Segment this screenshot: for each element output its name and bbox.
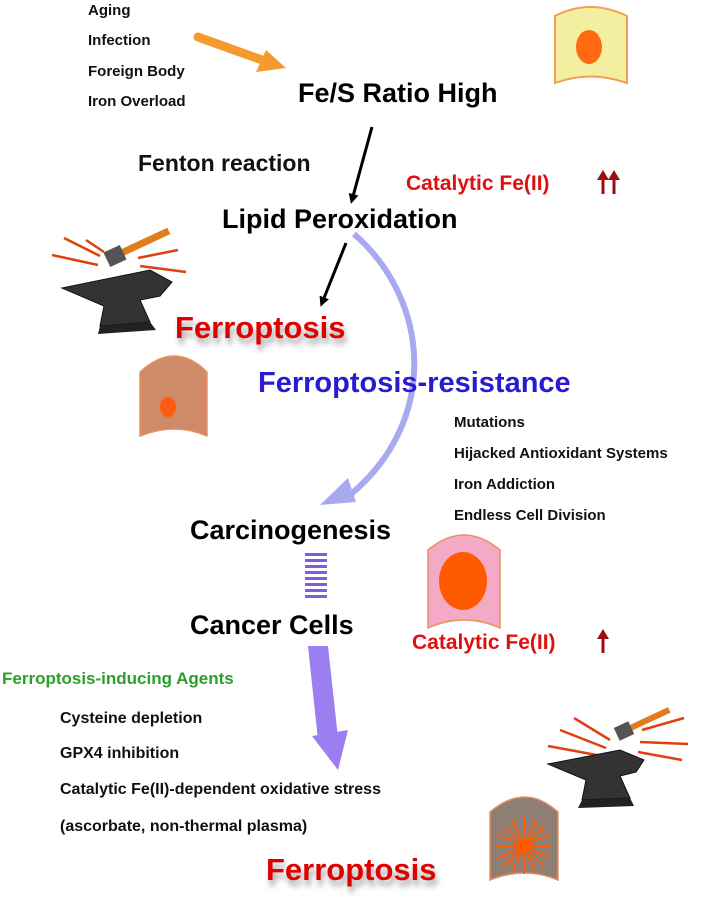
fe-s-ratio-label: Fe/S Ratio High — [298, 78, 498, 108]
ferroptosis-resistance-label: Ferroptosis-resistance — [258, 367, 571, 399]
cause-iron-overload: Iron Overload — [88, 93, 186, 110]
to-ferroptosis-arrow — [319, 242, 348, 307]
ferroptotic-cell-icon — [139, 355, 208, 438]
ferroptosis-inducing-agents-title: Ferroptosis-inducing Agents — [2, 669, 234, 688]
cause-foreign-body: Foreign Body — [88, 63, 185, 80]
cancer-cell-icon — [427, 534, 501, 630]
resistance-arrow — [320, 231, 418, 505]
cancer-cells-label: Cancer Cells — [190, 610, 354, 640]
resistance-factor-iron-addiction: Iron Addiction — [454, 476, 556, 493]
cause-aging: Aging — [88, 2, 131, 19]
cancer-to-ferroptosis-arrow — [308, 646, 348, 770]
carcinogenesis-label: Carcinogenesis — [190, 515, 392, 545]
destroyed-cell-icon — [489, 796, 559, 882]
catalytic-fe-cancer-label: Catalytic Fe(II) — [412, 631, 556, 654]
resistance-factor-cell-division: Endless Cell Division — [454, 507, 606, 524]
orange-arrow — [193, 32, 286, 72]
up-arrow-icon — [597, 629, 609, 653]
lipid-peroxidation-label: Lipid Peroxidation — [222, 204, 458, 234]
agent-oxidative-stress: Catalytic Fe(II)-dependent oxidative str… — [60, 781, 381, 798]
catalytic-fe-high-label: Catalytic Fe(II) — [406, 172, 550, 195]
hammer-anvil-icon-2 — [546, 707, 689, 808]
striped-link — [305, 553, 327, 598]
fenton-arrow — [348, 126, 374, 204]
agent-cysteine-depletion: Cysteine depletion — [60, 710, 203, 727]
normal-cell-icon — [554, 6, 628, 85]
double-up-arrow-icon — [597, 170, 620, 194]
resistance-factor-mutations: Mutations — [454, 414, 525, 431]
cause-infection: Infection — [88, 32, 151, 49]
ferroptosis-bottom-label: Ferroptosis — [266, 852, 437, 887]
ferroptosis-top-label: Ferroptosis — [175, 310, 346, 345]
hammer-anvil-icon — [51, 227, 187, 334]
resistance-factor-antioxidant: Hijacked Antioxidant Systems — [454, 445, 668, 462]
agent-gpx4-inhibition: GPX4 inhibition — [60, 745, 180, 762]
agent-ascorbate-plasma: (ascorbate, non-thermal plasma) — [60, 818, 308, 835]
fenton-reaction-label: Fenton reaction — [138, 150, 311, 176]
